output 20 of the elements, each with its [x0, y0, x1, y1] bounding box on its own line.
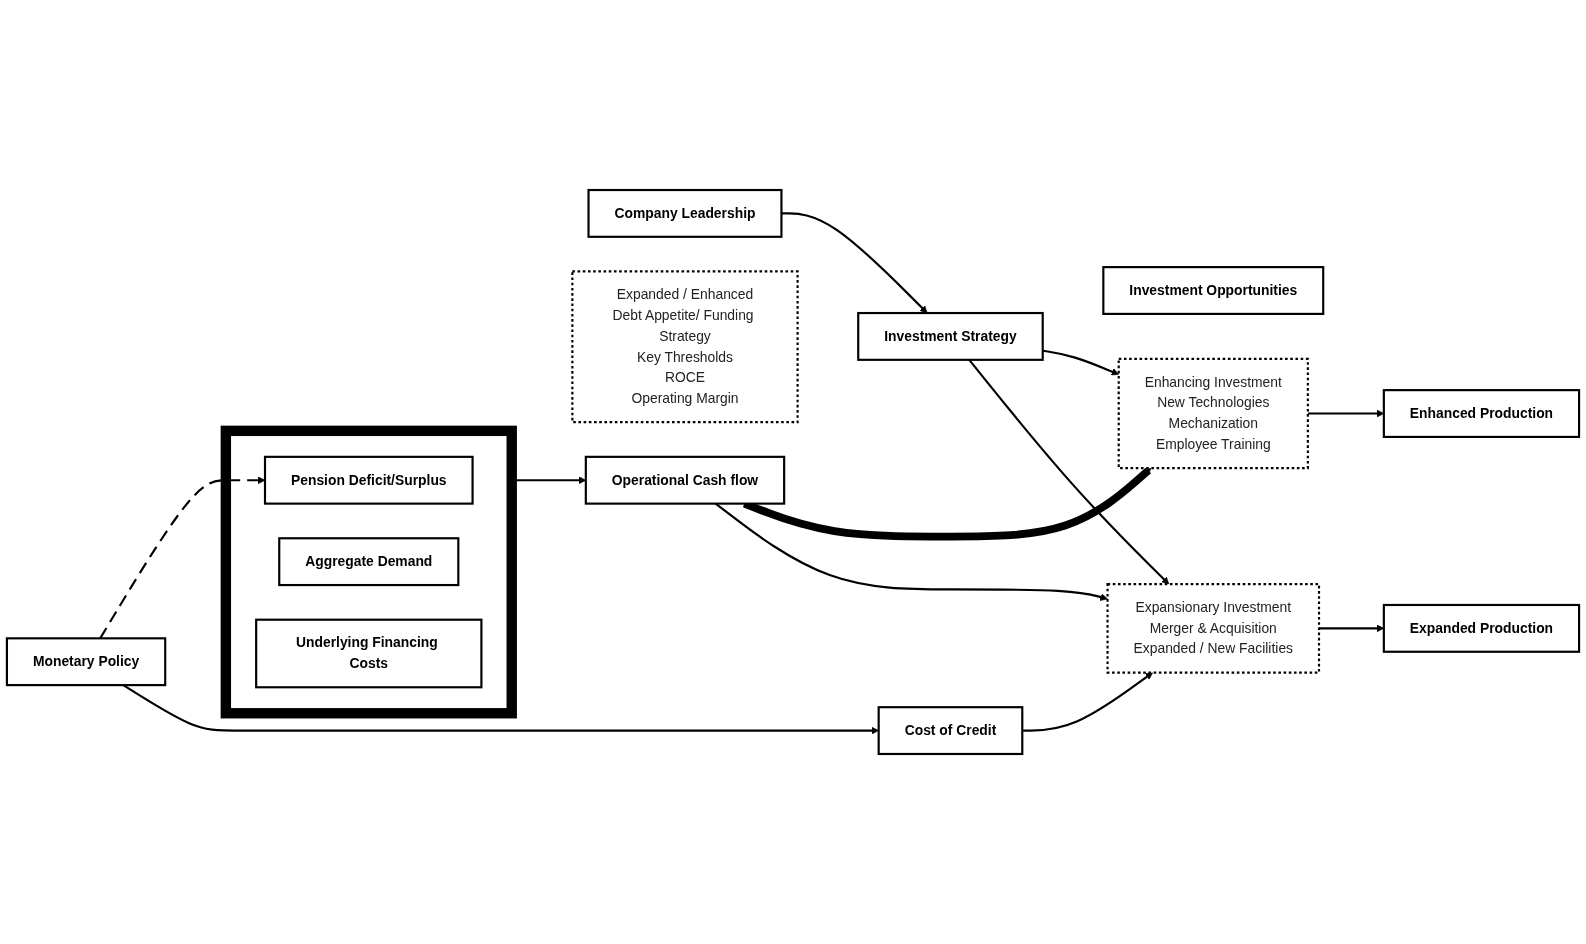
- node-box: Investment Strategy: [857, 311, 1044, 361]
- arrow: [781, 212, 928, 314]
- node-box: Company Leadership: [587, 188, 783, 238]
- arrow: [99, 476, 266, 639]
- cluster: [220, 425, 517, 719]
- node-box: Aggregate Demand: [278, 537, 460, 587]
- node-box: Monetary Policy: [5, 637, 167, 687]
- node-box: Underlying Financing Costs: [255, 618, 483, 689]
- arrow: [968, 359, 1170, 585]
- arrow: [1022, 672, 1153, 732]
- node-box: Investment Opportunities: [1102, 266, 1325, 315]
- node-box: Operational Cash flow: [584, 455, 786, 505]
- node-box: Enhanced Production: [1382, 389, 1581, 438]
- arrow: [742, 467, 1152, 541]
- node-box: Enhancing Investment New Technologies Mechanization Employee Training: [1117, 357, 1309, 470]
- node-box: Expanded Production: [1382, 603, 1581, 653]
- node-box: Pension Deficit/Surplus: [263, 455, 474, 505]
- node-box: Cost of Credit: [877, 706, 1024, 756]
- node-box: Expansionary Investment Merger & Acquisition Expanded / New Facilities: [1106, 583, 1321, 674]
- node-box: Expanded / Enhanced Debt Appetite/ Funding Strategy Key Thresholds ROCE Operating Margin: [571, 270, 799, 424]
